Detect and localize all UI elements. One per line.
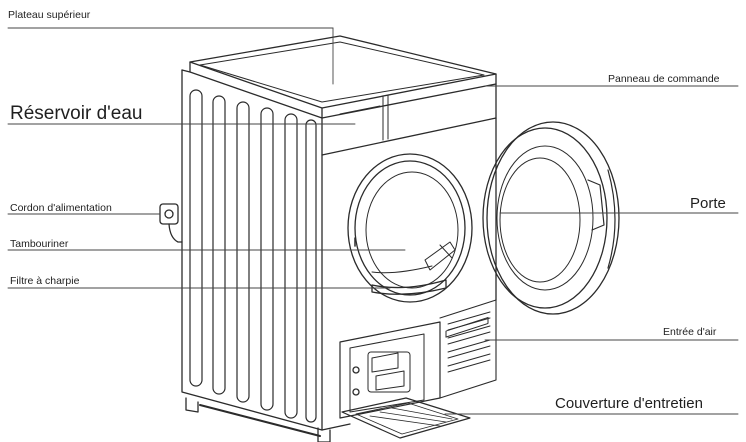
leader-lines xyxy=(7,27,739,415)
label-maintenance-cover: Couverture d'entretien xyxy=(555,395,703,412)
label-water-tank: Réservoir d'eau xyxy=(10,103,143,124)
power-cord xyxy=(159,203,183,243)
foot-right xyxy=(317,427,331,442)
label-control-panel: Panneau de commande xyxy=(608,73,720,85)
label-air-inlet: Entrée d'air xyxy=(663,326,717,338)
drum-opening xyxy=(347,153,473,303)
dryer-cabinet xyxy=(181,35,497,442)
label-drum: Tambouriner xyxy=(10,238,69,250)
label-top-plate: Plateau supérieur xyxy=(8,9,91,21)
side-ribs xyxy=(189,89,317,423)
air-inlet-grille xyxy=(439,299,497,399)
foot-left xyxy=(185,397,199,413)
label-power-cord: Cordon d'alimentation xyxy=(10,202,112,214)
service-cover-shape xyxy=(341,397,471,439)
open-door xyxy=(482,121,620,315)
label-lint-filter: Filtre à charpie xyxy=(10,275,80,287)
top-plate-outline xyxy=(189,35,497,109)
label-door: Porte xyxy=(690,195,726,212)
lint-filter-shape xyxy=(371,279,447,295)
service-area xyxy=(339,321,471,439)
